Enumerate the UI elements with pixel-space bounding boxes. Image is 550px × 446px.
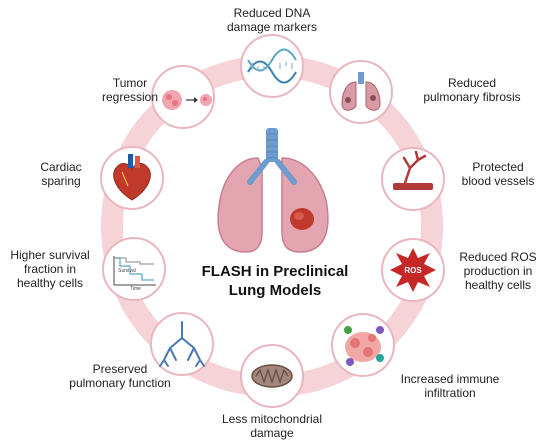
node-fibrosis	[329, 60, 393, 124]
survival-axis-label: Survival	[118, 268, 136, 274]
node-ros: ROS	[381, 238, 445, 302]
dna-helix-icon	[247, 48, 297, 84]
node-survival: Survival Time	[102, 237, 166, 301]
immune-cells-icon	[344, 326, 384, 366]
survival-curve-icon: Survival Time	[113, 256, 156, 292]
node-immune	[331, 313, 395, 377]
central-lungs-icon	[217, 128, 329, 253]
node-pulmonary	[150, 312, 214, 376]
node-vessels	[381, 147, 445, 211]
heart-icon	[113, 154, 151, 201]
node-dna	[240, 34, 304, 98]
blood-vessel-icon	[393, 150, 433, 190]
mitochondrion-icon	[251, 364, 293, 388]
tumor-shrink-icon	[162, 90, 212, 110]
ros-burst-icon: ROS	[390, 248, 436, 292]
node-tumor	[151, 65, 215, 129]
bronchial-tree-icon	[159, 321, 205, 367]
center-title: FLASH in Preclinical Lung Models	[201, 263, 349, 299]
time-axis-label: Time	[130, 286, 141, 292]
ros-label: ROS	[404, 266, 422, 275]
node-mito	[240, 344, 304, 408]
node-cardiac	[100, 146, 164, 210]
fibrotic-lungs-icon	[341, 72, 381, 111]
